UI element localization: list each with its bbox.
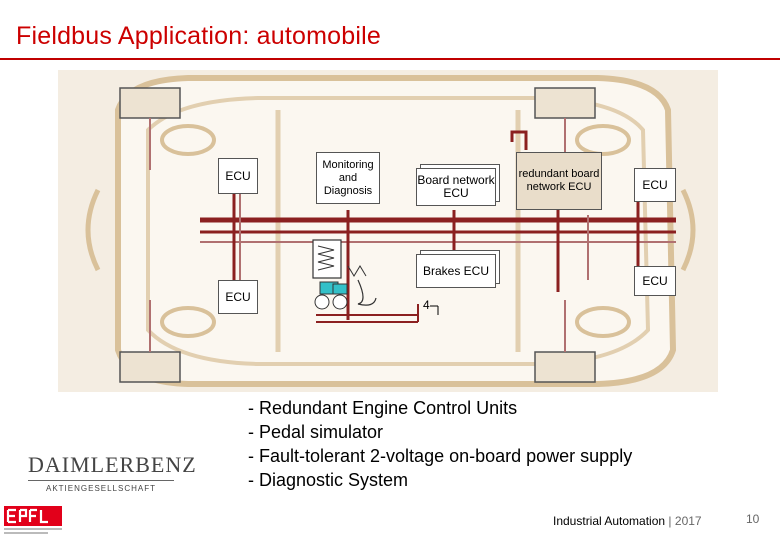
pedal-simulator	[312, 239, 377, 310]
epfl-logo-icon	[4, 506, 62, 534]
wire-label: 4	[423, 298, 430, 312]
bullet-item: - Diagnostic System	[248, 470, 409, 490]
bullet-item: - Fault-tolerant 2-voltage on-board powe…	[248, 446, 633, 466]
ecu-right-bottom: ECU	[634, 266, 676, 296]
ecu-left-top: ECU	[218, 158, 258, 194]
page-number: 10	[746, 512, 760, 526]
bullet-item: - Redundant Engine Control Units	[248, 398, 518, 418]
wheel-front-left	[119, 87, 181, 119]
car-outline-illustration	[58, 70, 718, 392]
footer: Industrial Automation | 2017	[553, 514, 702, 528]
footer-separator: |	[668, 514, 672, 528]
car-fieldbus-diagram: ECU ECU Monitoring and Diagnosis Board n…	[58, 70, 718, 392]
footer-year: 2017	[674, 514, 702, 528]
bullet-list: - Redundant Engine Control Units - Pedal…	[248, 396, 632, 492]
wheel-rear-right	[534, 351, 596, 383]
logo-sub-text: AKTIENGESELLSCHAFT	[45, 484, 157, 493]
wheel-front-right	[534, 87, 596, 119]
monitoring-diagnosis-ecu: Monitoring and Diagnosis	[316, 152, 380, 204]
fieldbus-lines	[200, 130, 676, 323]
brakes-ecu: Brakes ECU	[416, 254, 496, 288]
bullet-item: - Pedal simulator	[248, 422, 384, 442]
ecu-left-bottom: ECU	[218, 280, 258, 314]
redundant-board-network-ecu: redundant board network ECU	[516, 152, 602, 210]
ecu-right-top: ECU	[634, 168, 676, 202]
daimler-benz-logo: DAIMLERBENZ AKTIENGESELLSCHAFT	[28, 452, 197, 493]
wheel-rear-left	[119, 351, 181, 383]
logo-main-text: DAIMLERBENZ	[28, 452, 197, 477]
logo-rule	[28, 480, 174, 481]
footer-course: Industrial Automation	[553, 514, 666, 528]
page-title: Fieldbus Application: automobile	[16, 22, 381, 50]
title-divider	[0, 58, 780, 60]
board-network-ecu: Board network ECU	[416, 168, 496, 206]
